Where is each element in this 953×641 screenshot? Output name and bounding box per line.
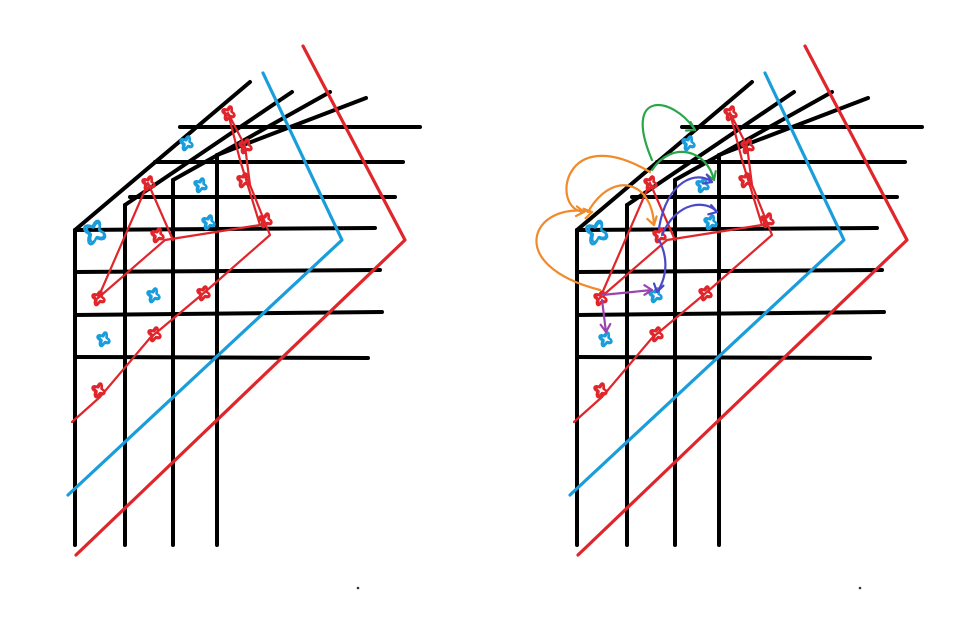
purple-arrow-1-stroke (600, 288, 654, 297)
orange-arrow-2-head (582, 207, 594, 220)
red-node-7 (91, 290, 106, 307)
purple-arrow-2-head (599, 322, 612, 334)
blue-node-2 (695, 177, 710, 194)
red-node-8 (698, 285, 713, 302)
blue-boundary-chevron (568, 71, 846, 497)
blue-node-5 (146, 287, 161, 304)
green-arrow-1 (641, 104, 697, 162)
orange-arrow-2-stroke (535, 209, 602, 292)
blue-node-6 (598, 331, 613, 348)
orange-arrow-1-head (574, 205, 586, 218)
blue-node-3 (703, 214, 718, 231)
right-diagram (535, 44, 924, 590)
indigo-arrow-2 (660, 203, 719, 237)
purple-arrow-1 (600, 284, 654, 297)
orange-arrow-3-head (646, 215, 658, 227)
grid-diagonal-line-3 (171, 90, 332, 182)
blue-node-1 (179, 135, 194, 152)
green-arrow-1-head (684, 121, 697, 132)
indigo-arrow-3-head (652, 282, 665, 294)
grid-horizontal-line-6 (575, 310, 886, 317)
grid-horizontal-line-7 (575, 355, 872, 360)
blue-node-3 (201, 214, 216, 231)
red-node-3 (738, 172, 753, 189)
orange-arrow-1 (565, 154, 652, 218)
orange-arrow-3 (586, 184, 658, 227)
indigo-arrow-3 (652, 238, 667, 294)
blue-node-5 (648, 287, 663, 304)
left-diagram (66, 44, 422, 590)
grid-horizontal-line-7 (73, 355, 370, 360)
red-traversal-path (572, 111, 774, 424)
grid-horizontal-line-4 (73, 226, 377, 232)
purple-arrow-1-head (643, 284, 654, 296)
red-node-5 (643, 175, 658, 192)
blue-node-4 (585, 219, 609, 246)
indigo-arrow-1 (657, 173, 714, 230)
green-arrow-2-stroke (650, 150, 716, 182)
blue-boundary-chevron (66, 71, 344, 497)
red-node-1 (723, 105, 738, 122)
red-node-5 (141, 175, 156, 192)
red-node-3 (236, 172, 251, 189)
orange-arrow-3-stroke (586, 184, 656, 227)
red-node-8 (196, 285, 211, 302)
grid-diagonal-line-1 (73, 80, 252, 232)
blue-node-4 (83, 219, 107, 246)
blue-node-2 (193, 177, 208, 194)
indigo-arrow-1-head (702, 173, 714, 185)
stray-dot (356, 586, 360, 590)
indigo-arrow-1-stroke (657, 176, 714, 230)
red-node-10 (91, 382, 106, 399)
red-node-4 (258, 212, 273, 229)
blue-node-1 (681, 135, 696, 152)
red-node-9 (147, 326, 162, 343)
red-node-2 (740, 138, 755, 155)
red-node-10 (593, 382, 608, 399)
orange-arrow-2 (535, 207, 602, 292)
orange-arrow-1-stroke (565, 154, 652, 214)
green-arrow-1-stroke (641, 104, 697, 162)
grid-horizontal-line-6 (73, 310, 384, 317)
purple-arrow-2 (599, 298, 612, 334)
grid-diagonal-line-3 (673, 90, 834, 182)
red-node-2 (238, 138, 253, 155)
stray-dot (858, 586, 862, 590)
grid-horizontal-line-4 (575, 226, 879, 232)
red-node-6 (150, 227, 165, 244)
red-node-7 (593, 290, 608, 307)
red-boundary-chevron (74, 44, 407, 557)
red-node-9 (649, 326, 664, 343)
red-traversal-path (70, 111, 272, 424)
blue-node-6 (96, 331, 111, 348)
red-node-1 (221, 105, 236, 122)
red-node-6 (652, 227, 667, 244)
indigo-arrow-2-head (707, 204, 719, 216)
red-boundary-chevron (576, 44, 909, 557)
red-node-4 (760, 212, 775, 229)
